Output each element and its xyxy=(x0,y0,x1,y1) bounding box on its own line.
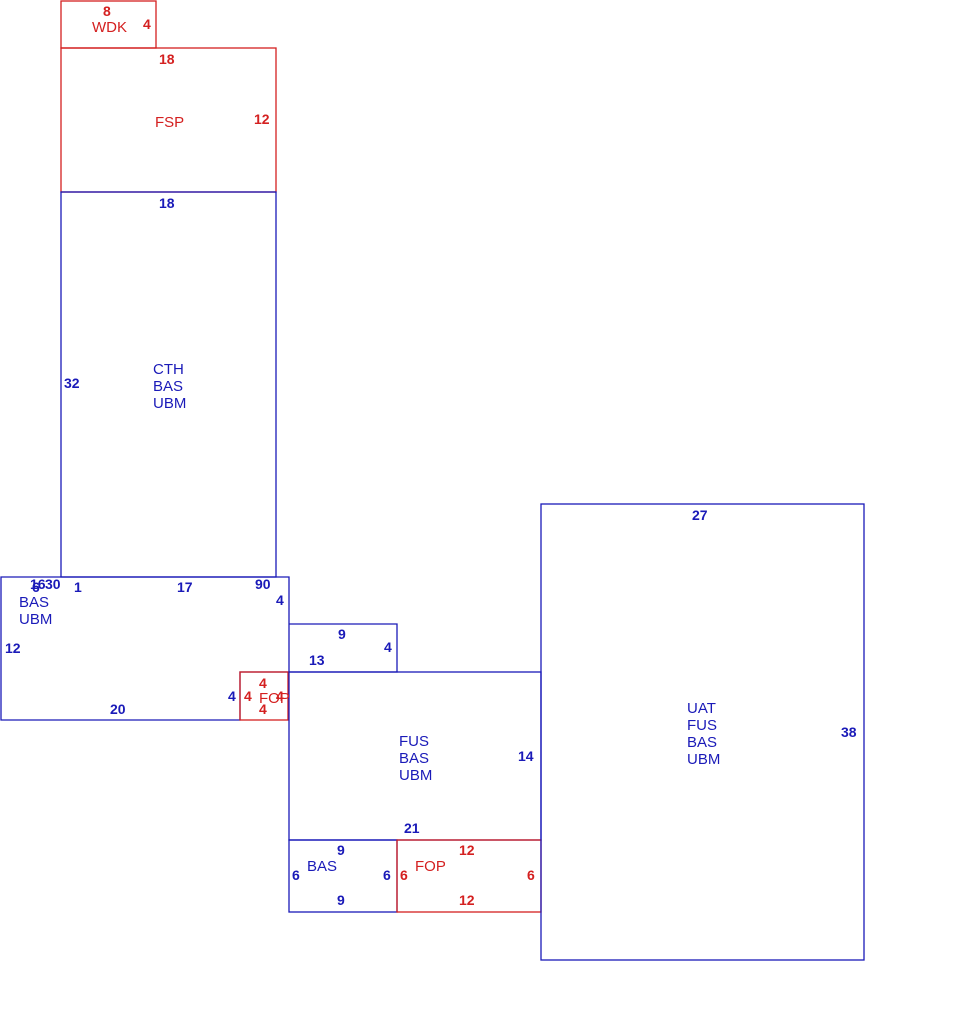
dim-fop-small-right: 4 xyxy=(276,688,284,704)
dim-left-top-overlap-b: 30 xyxy=(45,576,61,592)
dim-fop-small-bottom: 4 xyxy=(259,701,267,717)
fop-small-label: FOP xyxy=(259,690,290,707)
bas-small-label: BAS xyxy=(307,858,337,875)
dim-fsp-right: 12 xyxy=(254,111,270,127)
uat-label-2: FUS xyxy=(687,717,717,734)
dim-left-right-4: 4 xyxy=(384,639,392,655)
dim-fop-small-top: 4 xyxy=(259,675,267,691)
fop-small-outline xyxy=(239,671,289,721)
dim-left-top-17: 17 xyxy=(177,579,193,595)
dim-fop-bottom-top: 12 xyxy=(459,842,475,858)
dim-wdk-right: 4 xyxy=(143,16,151,32)
dim-left-top-overlap-c: 6 xyxy=(32,579,40,595)
dim-fop-bottom-bottom: 12 xyxy=(459,892,475,908)
fus-label-1: FUS xyxy=(399,733,429,750)
dim-fop-bottom-right: 6 xyxy=(527,867,535,883)
fus-label-3: UBM xyxy=(399,767,432,784)
dim-fop-small-left: 4 xyxy=(244,688,252,704)
uat-label-4: UBM xyxy=(687,751,720,768)
uat-label-3: BAS xyxy=(687,734,717,751)
fsp-label: FSP xyxy=(155,114,184,131)
dim-left-bottom-20: 20 xyxy=(110,701,126,717)
left-bas-label-2: UBM xyxy=(19,611,52,628)
uat-outline xyxy=(540,503,865,961)
dim-left-13: 13 xyxy=(309,652,325,668)
dim-left-top-90: 90 xyxy=(255,576,271,592)
dim-fus-bottom: 21 xyxy=(404,820,420,836)
dim-bas-small-top: 9 xyxy=(337,842,345,858)
dim-fus-right: 14 xyxy=(518,748,534,764)
dim-uat-top: 27 xyxy=(692,507,708,523)
wdk-label: WDK xyxy=(92,19,127,36)
dim-cth-left: 32 xyxy=(64,375,80,391)
uat-label-1: UAT xyxy=(687,700,716,717)
cth-label-1: CTH xyxy=(153,361,184,378)
dim-bas-small-bottom: 9 xyxy=(337,892,345,908)
left-bas-outline xyxy=(0,576,398,721)
dim-fop-bottom-left: 6 xyxy=(400,867,408,883)
dim-wdk-top: 8 xyxy=(103,3,111,19)
dim-cth-top: 18 xyxy=(159,195,175,211)
dim-left-step-4: 4 xyxy=(276,592,284,608)
dim-left-step-9: 9 xyxy=(338,626,346,642)
dim-uat-right: 38 xyxy=(841,724,857,740)
fus-label-2: BAS xyxy=(399,750,429,767)
dim-left-inner-4: 4 xyxy=(228,688,236,704)
dim-fsp-top: 18 xyxy=(159,51,175,67)
dim-bas-small-right: 6 xyxy=(383,867,391,883)
dim-bas-small-left: 6 xyxy=(292,867,300,883)
left-bas-label-1: BAS xyxy=(19,594,49,611)
dim-left-top-overlap-a: 16 xyxy=(30,576,46,592)
dim-left-top-1: 1 xyxy=(74,579,82,595)
dim-left-side-12: 12 xyxy=(5,640,21,656)
fop-bottom-label: FOP xyxy=(415,858,446,875)
cth-label-2: BAS xyxy=(153,378,183,395)
cth-label-3: UBM xyxy=(153,395,186,412)
